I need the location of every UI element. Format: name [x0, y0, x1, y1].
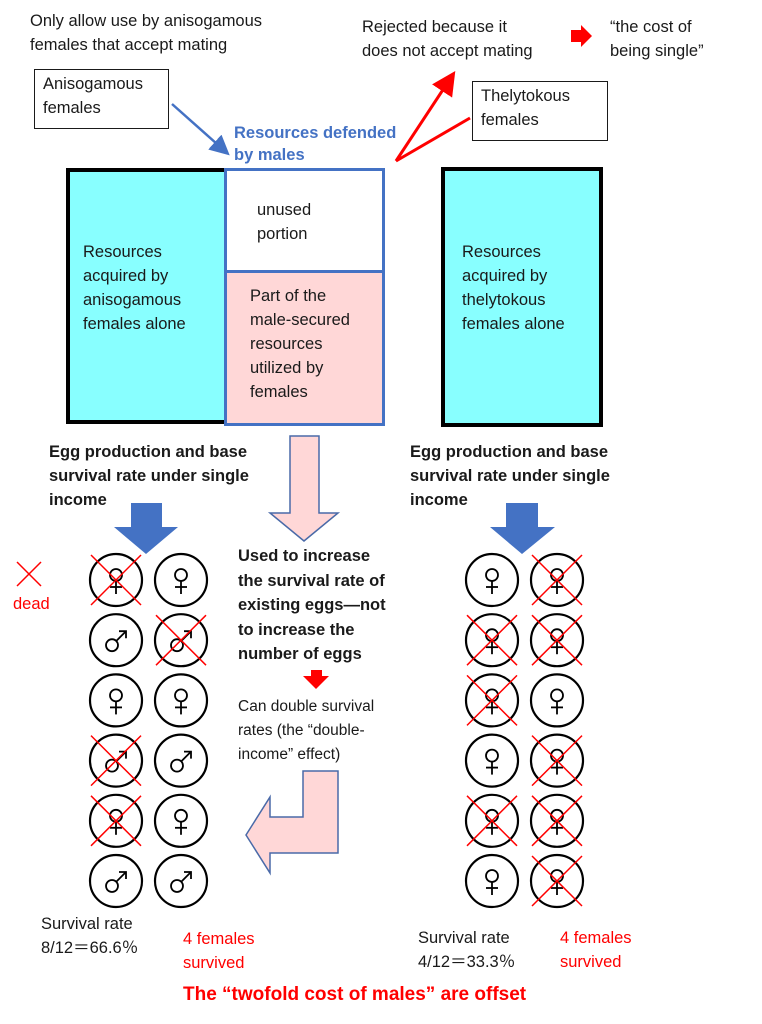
male-symbol-icon [105, 871, 127, 893]
female-egg [88, 673, 144, 728]
female-symbol-icon [109, 688, 123, 715]
left-blue-down-arrow [114, 503, 178, 554]
female-symbol-icon [174, 808, 188, 835]
pink-down-arrow [267, 435, 341, 542]
female-egg [153, 673, 209, 728]
rejection-line [395, 116, 471, 163]
female-egg-dead [529, 793, 585, 848]
rejected-arrow [394, 70, 456, 162]
dead-cross-icon [531, 795, 583, 847]
female-egg-dead [529, 552, 585, 608]
left-survival-value: 8/12＝66.6％ [41, 939, 139, 957]
male-egg [88, 853, 144, 909]
anisogamous-to-resources-arrow [171, 103, 230, 156]
red-down-arrow [303, 670, 329, 689]
right-survival-label: Survival rate [418, 929, 510, 947]
dead-cross-icon [531, 554, 583, 606]
female-symbol-icon [485, 568, 499, 594]
dead-cross-icon [466, 795, 518, 847]
note-allow-use: Only allow use by anisogamous females th… [30, 12, 263, 54]
egg-circle [153, 552, 209, 608]
double-income-caption: Can double survival rates (the “double- … [238, 698, 375, 763]
female-egg-dead [88, 552, 144, 608]
dead-cross-icon [155, 614, 207, 666]
right-females-survived: 4 females survived [560, 929, 632, 971]
right-egg-caption: Egg production and base survival rate un… [410, 443, 610, 509]
anisogamous-females-box: Anisogamous females [34, 69, 169, 129]
female-egg [464, 853, 520, 909]
right-egg-grid [464, 552, 585, 909]
dead-cross-icon [90, 795, 142, 847]
male-symbol-icon [170, 750, 192, 773]
cost-single-arrow [571, 25, 592, 47]
egg-circle [153, 793, 209, 848]
male-egg [88, 613, 144, 668]
female-symbol-icon [485, 869, 499, 895]
right-survival-value: 4/12＝33.3％ [418, 953, 516, 971]
dead-cross-icon [90, 554, 142, 606]
left-females-survived: 4 females survived [183, 930, 255, 972]
male-egg-dead [88, 733, 144, 788]
female-egg [529, 673, 585, 728]
used-to-increase-caption: Used to increase the survival rate of ex… [238, 547, 386, 663]
female-egg-dead [529, 613, 585, 668]
egg-circle [529, 673, 585, 728]
dead-cross-icon [531, 855, 583, 907]
female-egg [153, 552, 209, 608]
left-egg-caption: Egg production and base survival rate un… [49, 443, 249, 509]
female-egg-dead [88, 793, 144, 848]
dead-cross-icon [466, 614, 518, 666]
cost-of-being-single: “the cost of being single” [610, 18, 704, 60]
right-resource-label: Resources acquired by thelytokous female… [462, 243, 565, 333]
male-egg [153, 733, 209, 788]
egg-circle [153, 673, 209, 728]
female-symbol-icon [174, 688, 188, 715]
male-secured-label: Part of the male-secured resources utili… [250, 287, 350, 401]
female-egg-dead [529, 853, 585, 909]
pink-left-return-arrow [245, 770, 339, 876]
conclusion-text: The “twofold cost of males” are offset [183, 984, 527, 1005]
female-symbol-icon [174, 568, 188, 594]
female-symbol-icon [550, 688, 564, 715]
egg-circle [464, 733, 520, 788]
dead-legend-cross-icon [16, 561, 42, 587]
female-egg-dead [464, 613, 520, 668]
right-blue-down-arrow [490, 503, 555, 554]
female-egg [464, 733, 520, 788]
female-egg-dead [529, 733, 585, 788]
egg-circle [464, 853, 520, 909]
note-rejected: Rejected because it does not accept mati… [362, 18, 533, 60]
egg-circle [464, 552, 520, 608]
female-egg [153, 793, 209, 848]
left-egg-grid [88, 552, 209, 909]
female-egg-dead [464, 793, 520, 848]
male-secured-used-block [224, 270, 385, 426]
female-egg [464, 552, 520, 608]
dead-cross-icon [466, 674, 518, 726]
male-symbol-icon [170, 871, 192, 893]
resources-defended-label: Resources defended by males [234, 124, 397, 164]
left-resource-block [66, 168, 226, 424]
right-resource-block [441, 167, 603, 427]
thelytokous-females-box: Thelytokous females [472, 81, 608, 141]
dead-cross-icon [531, 735, 583, 787]
unused-portion-label: unused portion [257, 201, 312, 243]
left-resource-label: Resources acquired by anisogamous female… [83, 243, 186, 333]
female-symbol-icon [485, 748, 499, 775]
male-egg-dead [153, 613, 209, 668]
left-survival-label: Survival rate [41, 915, 133, 933]
dead-cross-icon [90, 735, 142, 787]
male-symbol-icon [105, 630, 127, 653]
dead-legend-label: dead [13, 595, 50, 613]
dead-cross-icon [531, 614, 583, 666]
female-egg-dead [464, 673, 520, 728]
male-egg [153, 853, 209, 909]
egg-circle [88, 673, 144, 728]
